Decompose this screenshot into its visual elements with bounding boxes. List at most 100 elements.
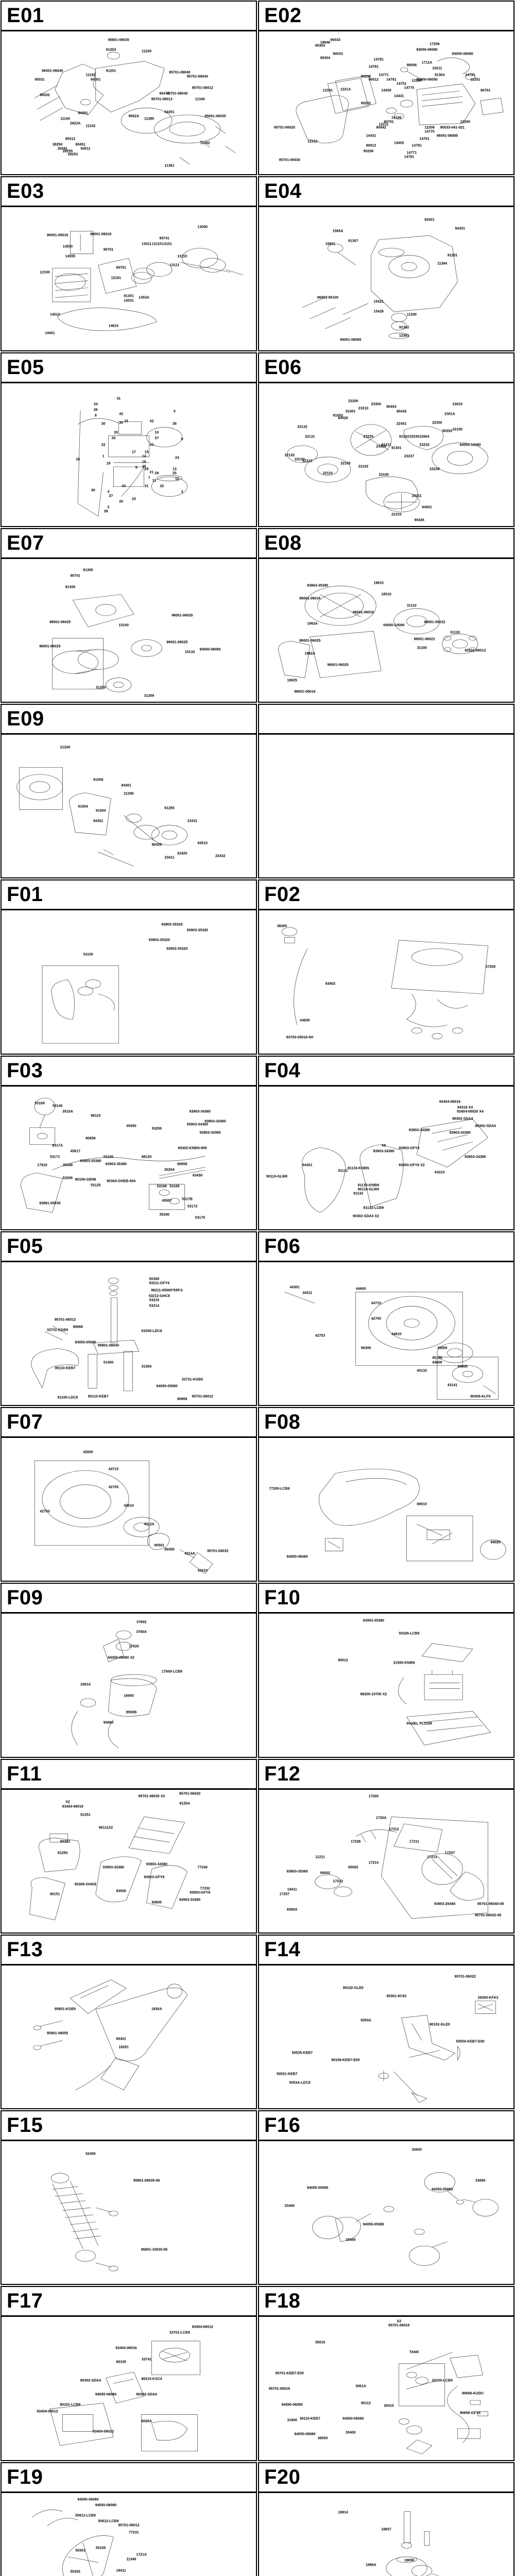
part-number-label: X6	[381, 1144, 386, 1148]
part-number-label: 22100	[452, 428, 463, 432]
part-number-label: 90701	[384, 120, 394, 124]
part-number-label: 96001-06025	[49, 620, 71, 624]
cell-header: E06	[259, 353, 513, 383]
part-number-label: 92101-06012	[465, 649, 486, 653]
cell-header: E07	[2, 529, 256, 559]
part-number-label: 31500-KNBN	[393, 1661, 415, 1665]
part-number-label: 33400	[284, 2204, 295, 2208]
part-number-label: 94301	[121, 784, 131, 788]
part-number-label: 95701-08040	[166, 92, 188, 96]
part-number-label: 14751	[396, 82, 407, 86]
part-number-label: 91307	[348, 239, 358, 243]
part-number-label: 15426	[373, 310, 384, 314]
exploded-diagram-sketch	[259, 1088, 513, 1229]
part-number-label: 38300	[277, 924, 287, 928]
part-number-label: 94050-05080	[306, 2186, 329, 2190]
part-number-label: 95701-06016	[268, 2387, 290, 2391]
part-number-label: 90309	[360, 1346, 371, 1350]
part-number-label: 94050-06080	[286, 1555, 308, 1559]
part-number-label: 17200	[368, 1794, 379, 1799]
part-number-label: 90660	[103, 1721, 114, 1725]
part-number-label: 94050-10080	[383, 623, 405, 628]
part-number-label: 93903-34380	[465, 1155, 486, 1159]
part-number-label: 19	[106, 462, 111, 466]
part-number-label: 23220	[376, 445, 386, 449]
part-number-label: 42	[149, 419, 154, 423]
part-number-label: 1830A	[151, 2007, 162, 2011]
cell-title: F14	[264, 1938, 301, 1961]
part-number-label: 94050-05080	[363, 2223, 384, 2227]
part-number-label: 53206	[151, 1127, 162, 1131]
cell-title: F03	[7, 1059, 43, 1082]
part-number-label: 77232	[200, 1887, 210, 1891]
part-number-label: 93903-34380	[204, 1120, 226, 1124]
part-number-label: 92900-06050	[416, 78, 438, 81]
part-number-label: 8	[94, 414, 97, 418]
part-number-label: 11395	[144, 117, 154, 121]
part-number-label: 95701-06025	[273, 126, 296, 130]
part-number-label: 33741	[141, 2358, 152, 2362]
part-number-label: 22132	[297, 425, 307, 429]
part-number-label: 11200	[142, 49, 152, 54]
part-number-label: 90501	[154, 1544, 164, 1548]
part-number-label: 95002	[320, 1871, 331, 1875]
part-number-label: 42705	[371, 1317, 381, 1321]
cell-title: E06	[264, 355, 302, 379]
part-number-label: 13011	[142, 242, 152, 246]
part-number-label: 32100-LCB9	[432, 2379, 453, 2383]
part-number-label: 37	[154, 436, 159, 440]
part-number-label: 61100-LDC8	[57, 1396, 78, 1400]
part-number-label: 28255	[62, 149, 73, 154]
cell-title: F04	[264, 1059, 301, 1082]
part-number-label: 90656-KUDU	[461, 2392, 484, 2396]
part-number-label: 1721A	[136, 2553, 147, 2557]
part-number-label: 90202	[442, 429, 453, 433]
part-number-label: 12391	[322, 89, 333, 93]
exploded-diagram-sketch	[2, 1264, 256, 1405]
part-number-label: 95701-08040	[186, 75, 209, 79]
part-number-label: 96001-06018	[90, 232, 112, 236]
part-number-label: 9652A	[128, 114, 140, 118]
part-number-label: 23237	[404, 454, 415, 459]
part-number-label: 96001-06100	[317, 296, 339, 300]
part-number-label: 81133-KNBN	[347, 1166, 369, 1171]
catalog-cell-f20: F2018814186571880A1865695002-KKD6	[258, 2462, 514, 2576]
exploded-diagram-sketch	[259, 912, 513, 1053]
part-number-label: 50326-LCB9	[399, 1632, 420, 1636]
part-number-label: 77231	[129, 2531, 139, 2535]
part-number-label: 28253	[67, 152, 78, 157]
part-number-label: 41	[116, 397, 121, 401]
part-number-label: 95701-06012	[192, 1395, 213, 1399]
part-number-label: 12	[175, 477, 179, 481]
part-number-label: 45557	[162, 1199, 172, 1203]
cell-header: F17	[2, 2287, 256, 2317]
cell-diagram-area	[259, 736, 513, 877]
part-number-label: 22350	[432, 421, 442, 425]
part-number-label: 50100	[95, 2546, 106, 2550]
part-number-label: 11346	[126, 2557, 136, 2562]
part-number-label: 90301-6C93	[386, 1994, 407, 1998]
part-number-label: 95701-KEB7-E00	[275, 2371, 304, 2376]
part-number-label: 50302	[70, 2570, 80, 2574]
part-number-label: 95001-06035	[204, 114, 226, 118]
exploded-diagram-sketch	[2, 33, 256, 174]
cell-title: F20	[264, 2465, 301, 2488]
part-number-label: 90668	[177, 1397, 187, 1401]
cell-header: F04	[259, 1057, 513, 1087]
part-number-label: 96001-06016	[294, 690, 316, 694]
part-number-label: 35	[142, 465, 146, 469]
part-number-label: 93903-34380	[189, 1110, 211, 1114]
part-number-label: 90102-GLE0	[429, 2023, 450, 2027]
part-number-label: 91201	[106, 69, 116, 73]
part-number-label: 90032	[40, 93, 50, 97]
